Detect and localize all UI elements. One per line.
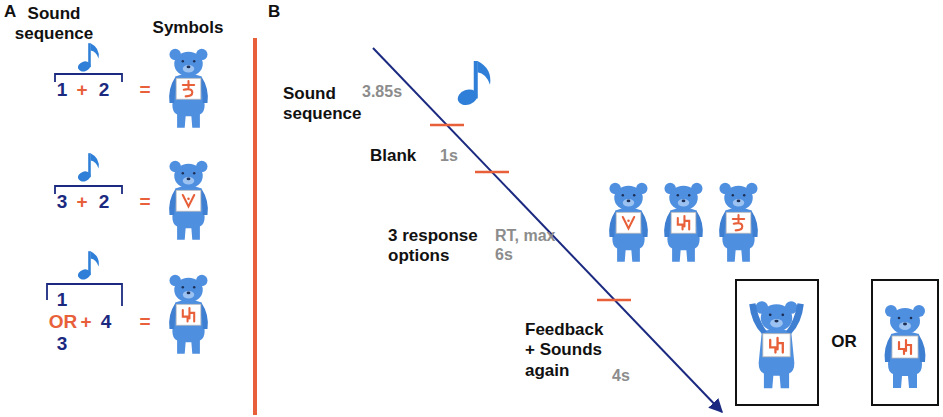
operator: = xyxy=(135,191,155,214)
sound-number: 3 xyxy=(52,191,72,214)
phase-name: Feedback + Sounds again xyxy=(525,320,607,381)
panel-letter: A xyxy=(4,2,24,22)
duration: 4s xyxy=(612,366,642,385)
phase-name: Sound sequence xyxy=(283,84,363,125)
sound-number: 3 xyxy=(52,333,72,356)
operator: + xyxy=(72,191,92,214)
column-header: Symbols xyxy=(146,18,230,38)
operator: = xyxy=(135,79,155,102)
or-word: OR xyxy=(46,311,80,334)
sound-number: 2 xyxy=(94,191,114,214)
operator: + xyxy=(76,311,96,334)
panel-letter: B xyxy=(268,2,288,22)
sound-number: 1 xyxy=(52,289,72,312)
operator: = xyxy=(135,311,155,334)
column-header: Sound sequence xyxy=(10,4,98,45)
sound-number: 2 xyxy=(94,79,114,102)
operator: + xyxy=(72,79,92,102)
sound-number: 1 xyxy=(52,79,72,102)
sound-number: 4 xyxy=(96,311,116,334)
phase-name: 3 response options xyxy=(388,226,488,267)
duration: 3.85s xyxy=(362,82,412,101)
duration: 1s xyxy=(440,146,470,165)
duration: RT, max 6s xyxy=(495,226,557,264)
or-word: OR xyxy=(822,332,866,352)
phase-name: Blank xyxy=(370,146,430,166)
